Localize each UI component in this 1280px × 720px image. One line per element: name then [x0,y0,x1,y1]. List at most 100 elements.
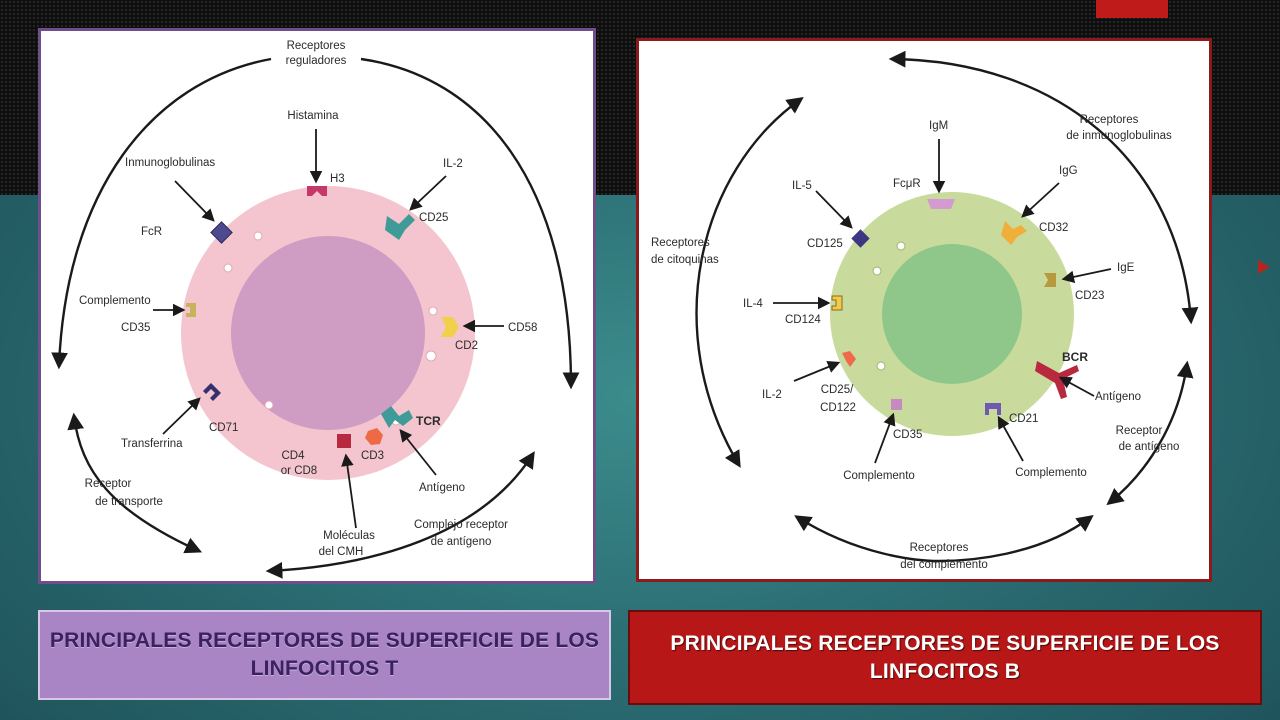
cd35-label: CD35 [893,429,922,441]
mhc-label-2: del CMH [319,546,364,558]
transport-label-1: Receptor [85,478,132,490]
il2-arrow [793,360,841,382]
cd25-label: CD25 [419,212,448,224]
fcr-receptor-icon [210,221,233,244]
cd124-receptor-icon [831,295,843,311]
complement-left-arrow [874,412,896,464]
transferrin-arrow [162,397,201,435]
ig-receptors-label-2: de inmunoglobulinas [1066,130,1172,142]
il2-label: IL-2 [762,389,782,401]
cd71-receptor-icon [203,383,221,401]
ige-label: IgE [1117,262,1135,274]
cd35-receptor-icon [891,399,902,410]
mhc-label-1: Moléculas [323,530,375,542]
complement-right-arrow [997,415,1024,462]
complement-receptors-arrow [794,514,1094,563]
il2-arrow [409,175,447,211]
t-cell-diagram-panel: Receptores reguladores Histamina H3 Inmu… [38,28,596,584]
cd25-label: CD25/ [821,384,854,396]
transferrin-label: Transferrina [121,438,183,450]
bcr-receptor-icon [1035,361,1079,399]
antigen-receptor-arrow [1106,360,1194,506]
b-caption-line-1: PRINCIPALES RECEPTORES DE SUPERFICIE DE … [670,631,1220,655]
ig-receptors-label-1: Receptores [1080,114,1139,126]
antigen-label: Antígeno [419,482,465,494]
cd58-label: CD58 [508,322,537,334]
antigen-arrow [399,429,437,476]
complement-left-label: Complemento [843,470,915,482]
cd125-label: CD125 [807,238,843,250]
cd32-label: CD32 [1039,222,1068,234]
antigen-receptor-label-1: Receptor [1116,425,1163,437]
cd4-label: CD4 [281,450,305,462]
complement-receptors-label-2: del complemento [900,559,988,571]
cytokine-label-2: de citoquinas [651,254,719,266]
b-cell-diagram: Receptores de inmunoglobulinas IgM FcμR … [651,50,1199,571]
igg-label: IgG [1059,165,1078,177]
cd23-label: CD23 [1075,290,1104,302]
mhc-arrow [341,453,357,529]
slide-arrow-icon [1258,260,1270,274]
histamine-label: Histamina [287,110,339,122]
complement-right-label: Complemento [1015,467,1087,479]
ige-arrow [1061,268,1112,284]
complement-receptors-label-1: Receptores [910,542,969,554]
il4-label: IL-4 [743,298,763,310]
t-caption-line-1: PRINCIPALES RECEPTORES DE SUPERFICIE DE … [49,629,600,652]
cd32-receptor-icon [1001,221,1027,245]
cd3-receptor-icon [365,428,383,445]
cd2-receptor-icon [441,317,459,337]
antigen-complex-label-2: de antígeno [431,536,492,548]
antigen-complex-label-1: Complejo receptor [414,519,508,531]
b-caption-line-2: LINFOCITOS B [869,659,1021,683]
immunoglobulins-arrow [174,180,215,222]
t-caption-line-2: LINFOCITOS T [250,657,399,680]
t-cell-diagram: Receptores reguladores Histamina H3 Inmu… [51,40,580,579]
cd23-receptor-icon [1044,273,1056,287]
ig-receptors-arrow [888,50,1199,325]
cd25-receptor-icon [385,214,415,240]
antigen-complex-arrow [265,451,535,579]
cd3-label: CD3 [361,450,384,462]
tcr-label: TCR [416,414,441,428]
il2-label: IL-2 [443,158,463,170]
antigen-receptor-label-2: de antígeno [1119,441,1180,453]
transport-arrow [67,412,203,554]
h3-receptor-icon [307,186,327,196]
fcmur-receptor-icon [927,199,955,209]
cd21-receptor-icon [985,403,1001,415]
il5-arrow [815,190,853,229]
tcr-receptor-icon [381,406,413,428]
b-cell-caption: PRINCIPALES RECEPTORES DE SUPERFICIE DE … [628,610,1262,705]
antigen-arrow [1058,376,1095,397]
cd2-label: CD2 [455,340,478,352]
cd125-receptor-icon [851,229,870,248]
cytokine-label-1: Receptores [651,237,710,249]
antigen-label: Antígeno [1095,391,1141,403]
igm-label: IgM [929,120,948,132]
cd8-label: or CD8 [281,465,317,477]
t-cell-caption: PRINCIPALES RECEPTORES DE SUPERFICIE DE … [38,610,611,700]
t-cell-vesicles [223,231,438,426]
cd35-label: CD35 [121,322,150,334]
fcmur-label: FcμR [893,178,921,190]
cd21-label: CD21 [1009,413,1038,425]
regulatory-label-2: reguladores [286,55,347,67]
t-cell-nucleus [231,236,425,430]
h3-label: H3 [330,173,345,185]
bcr-label: BCR [1062,350,1088,364]
regulatory-label-1: Receptores [287,40,346,52]
complement-label: Complemento [79,295,151,307]
regulatory-left-arrow [51,57,272,370]
transport-label-2: de transporte [95,496,163,508]
cd122-label: CD122 [820,402,856,414]
cd124-label: CD124 [785,314,821,326]
b-cell-nucleus [882,244,1022,384]
immunoglobulins-label: Inmunoglobulinas [125,157,215,169]
cd25-cd122-receptor-icon [842,351,856,367]
il5-label: IL-5 [792,180,812,192]
igg-arrow [1021,182,1060,218]
regulatory-right-arrow [360,57,580,390]
cd4-cd8-receptor-icon [337,434,351,448]
b-cell-diagram-panel: Receptores de inmunoglobulinas IgM FcμR … [636,38,1212,582]
